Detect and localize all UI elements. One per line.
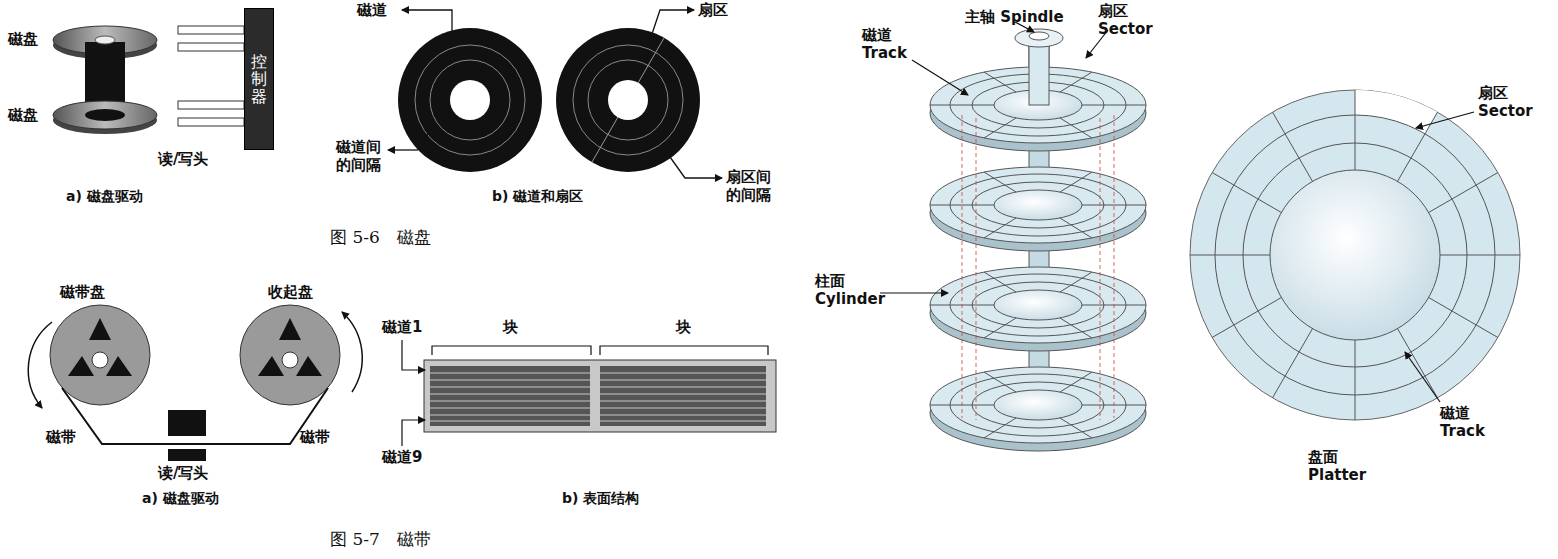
- part-label: 扇区间 的间隔: [726, 168, 771, 204]
- part-label: 扇区: [698, 1, 728, 19]
- callout-label: 扇区 Sector: [1478, 84, 1533, 120]
- part-label: 读/写头: [158, 150, 208, 168]
- part-label: 磁盘: [8, 30, 38, 48]
- part-label: 磁带: [300, 428, 330, 446]
- callout-label: 磁道 Track: [862, 26, 907, 62]
- callout-label: 盘面 Platter: [1308, 448, 1366, 484]
- controller-label: 控制器: [251, 53, 267, 106]
- part-label: 磁带盘: [60, 283, 105, 301]
- part-label: 磁道1: [382, 318, 422, 336]
- sub-caption: a) 磁盘驱动: [66, 188, 143, 205]
- callout-label: 扇区 Sector: [1098, 2, 1153, 38]
- part-label: 磁道间 的间隔: [336, 138, 381, 174]
- part-label: 块: [503, 318, 518, 336]
- sub-caption: b) 表面结构: [562, 490, 639, 507]
- callout-label: 柱面 Cylinder: [815, 272, 885, 308]
- part-label: 收起盘: [268, 283, 313, 301]
- sub-caption: a) 磁盘驱动: [142, 490, 219, 507]
- part-label: 磁带: [46, 428, 76, 446]
- part-label: 块: [676, 318, 691, 336]
- figure-caption: 图 5-6 磁盘: [330, 227, 431, 247]
- figure-caption: 图 5-7 磁带: [330, 529, 431, 549]
- callout-label: 主轴 Spindle: [965, 8, 1064, 26]
- callout-label: 磁道 Track: [1440, 404, 1485, 440]
- sub-caption: b) 磁道和扇区: [492, 188, 583, 205]
- part-label: 磁道9: [382, 448, 422, 466]
- part-label: 读/写头: [158, 464, 208, 482]
- controller-box: 控制器: [244, 8, 274, 150]
- part-label: 磁道: [357, 1, 387, 19]
- part-label: 磁盘: [8, 106, 38, 124]
